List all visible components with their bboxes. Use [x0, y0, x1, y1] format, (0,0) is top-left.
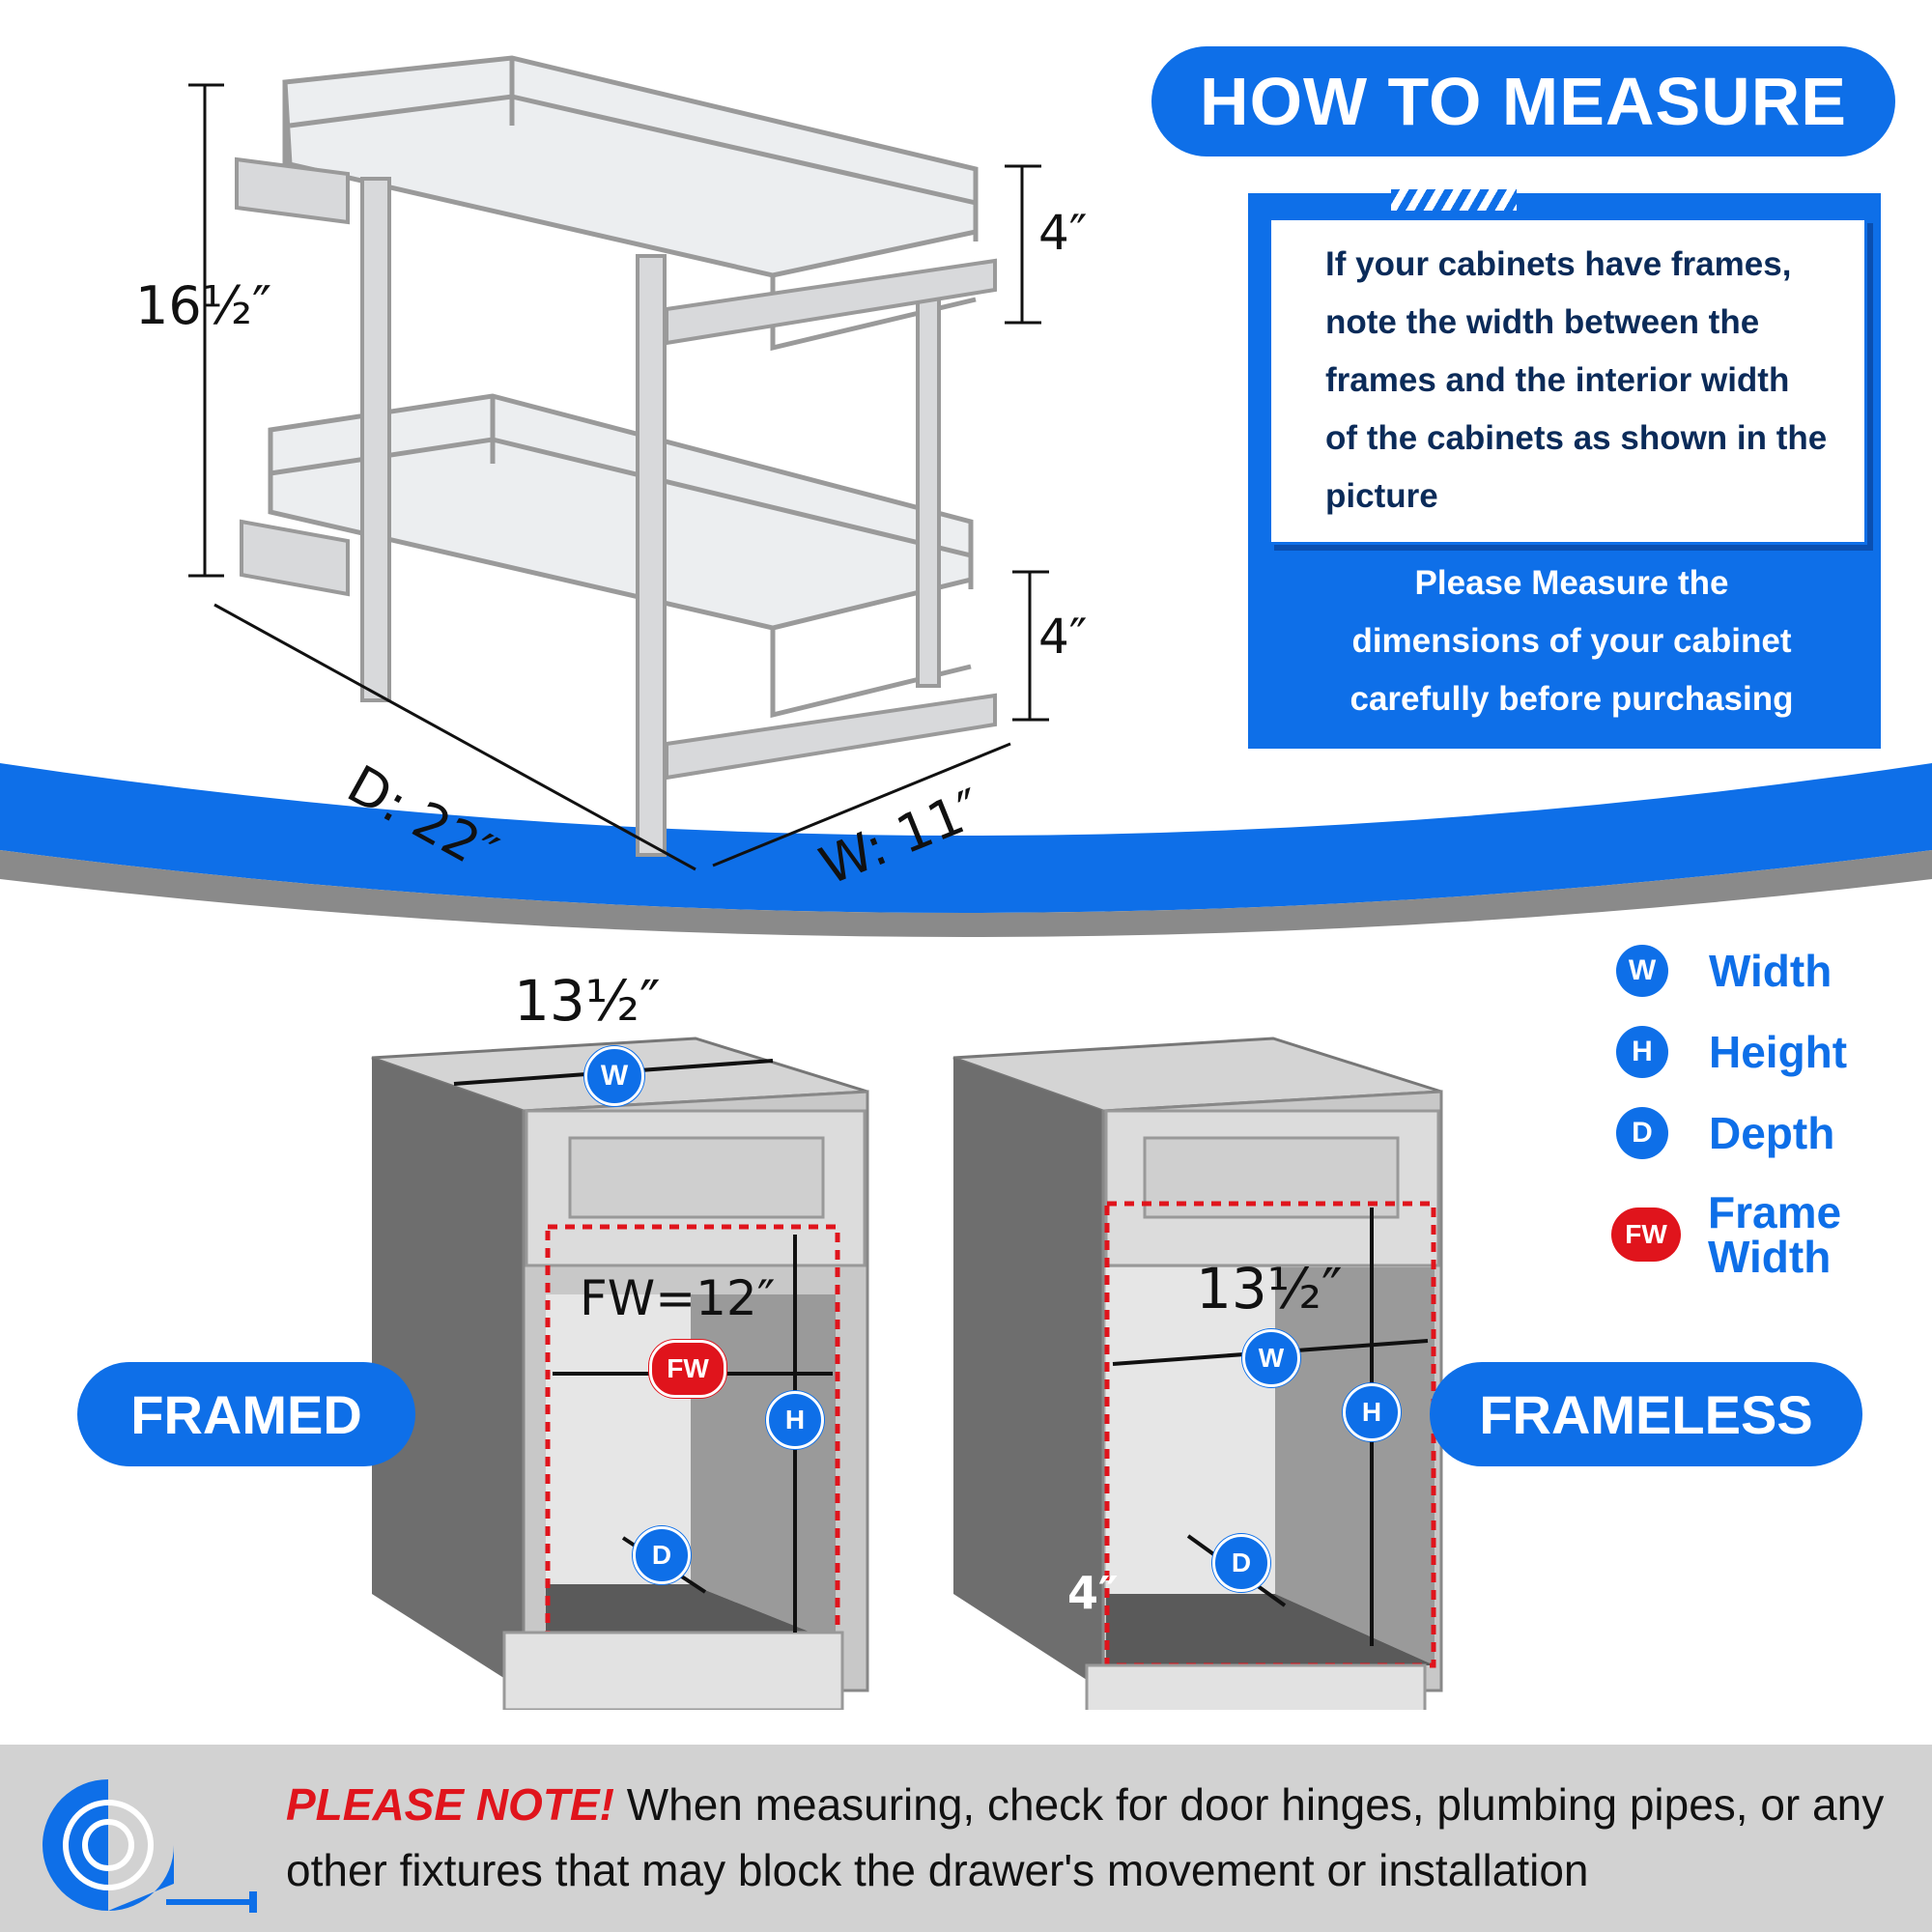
product-dimension-lines — [188, 83, 1049, 871]
depth-badge-icon: D — [1616, 1107, 1668, 1159]
legend-frame-width: FW Frame Width — [1611, 1190, 1862, 1279]
width-badge-icon: W — [1616, 945, 1668, 997]
framed-top-width-label: 13½″ — [514, 968, 661, 1034]
frameless-height-badge: H — [1343, 1383, 1401, 1441]
pullout-organizer-illustration — [235, 55, 997, 857]
footer-note: PLEASE NOTE! When measuring, check for d… — [286, 1772, 1918, 1903]
frameless-toe-kick-label: 4″ — [1067, 1567, 1119, 1619]
framed-fw-badge: FW — [649, 1340, 726, 1398]
framed-height-badge: H — [766, 1391, 824, 1449]
framed-cabinet — [371, 1037, 869, 1710]
framed-frame-width-label: FW=12″ — [580, 1270, 776, 1326]
legend-depth: D Depth — [1616, 1107, 1834, 1159]
upper-tier-height-label: 4″ — [1038, 205, 1088, 261]
please-note-label: PLEASE NOTE! — [286, 1779, 614, 1830]
frames-note-box — [1268, 217, 1867, 545]
height-badge-icon: H — [1616, 1026, 1668, 1078]
frame-width-badge-icon: FW — [1611, 1208, 1681, 1262]
please-note-text: When measuring, check for door hinges, p… — [286, 1779, 1885, 1895]
frameless-width-badge: W — [1242, 1329, 1300, 1387]
legend-frame-width-label: Frame Width — [1708, 1187, 1842, 1282]
framed-label: FRAMED — [77, 1362, 415, 1466]
legend-height-label: Height — [1709, 1027, 1848, 1077]
tape-measure-icon — [43, 1779, 257, 1913]
info-panel-stripes — [1391, 189, 1517, 211]
footer-background — [0, 1745, 1932, 1932]
legend-width: W Width — [1616, 945, 1832, 997]
wave-band — [0, 763, 1932, 937]
frameless-depth-badge: D — [1212, 1534, 1270, 1592]
frameless-width-label: 13½″ — [1196, 1256, 1343, 1321]
product-height-label: 16½″ — [135, 275, 272, 336]
how-to-measure-title: HOW TO MEASURE — [1151, 46, 1895, 156]
frameless-cabinet — [952, 1037, 1443, 1710]
framed-depth-badge: D — [633, 1526, 691, 1584]
legend-depth-label: Depth — [1709, 1108, 1835, 1158]
lower-tier-height-label: 4″ — [1038, 609, 1088, 665]
legend-width-label: Width — [1709, 946, 1833, 996]
measure-note-text: Please Measure the dimensions of your ca… — [1350, 564, 1794, 718]
frameless-label: FRAMELESS — [1430, 1362, 1862, 1466]
legend-height: H Height — [1616, 1026, 1847, 1078]
frames-note-text: If your cabinets have frames, note the w… — [1325, 245, 1828, 515]
framed-width-badge: W — [584, 1046, 644, 1106]
